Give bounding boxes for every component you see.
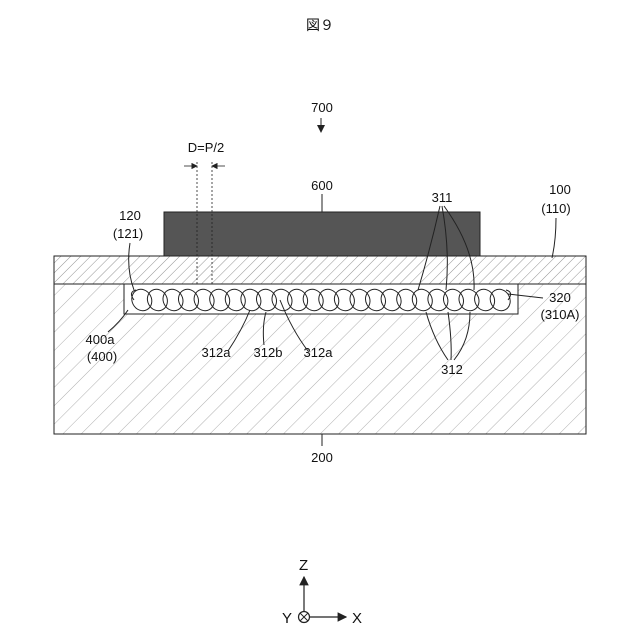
label-312a-right: 312a xyxy=(304,345,334,360)
axis-label-y: Y xyxy=(282,610,292,627)
label-600: 600 xyxy=(311,178,333,193)
label-311: 311 xyxy=(432,190,453,205)
label-100: 100 xyxy=(549,182,571,197)
leader-100 xyxy=(552,218,556,258)
coordinate-axes: Z Y X xyxy=(282,557,362,627)
label-310a: (310A) xyxy=(540,307,579,322)
label-700: 700 xyxy=(311,100,333,115)
label-312b: 312b xyxy=(254,345,283,360)
label-120: 120 xyxy=(119,208,141,223)
figure-title: 図９ xyxy=(306,18,334,34)
axis-label-x: X xyxy=(352,610,362,627)
chip-600 xyxy=(164,212,480,256)
label-320: 320 xyxy=(549,290,571,305)
label-400a: 400a xyxy=(86,332,116,347)
layer-100 xyxy=(54,256,586,284)
label-400: (400) xyxy=(87,349,117,364)
axis-label-z: Z xyxy=(299,557,308,574)
label-200: 200 xyxy=(311,450,333,465)
label-110: (110) xyxy=(541,201,570,216)
label-312: 312 xyxy=(441,362,463,377)
label-312a-left: 312a xyxy=(202,345,232,360)
label-121: (121) xyxy=(113,226,143,241)
label-d-eq-p-half: D=P/2 xyxy=(188,140,225,155)
